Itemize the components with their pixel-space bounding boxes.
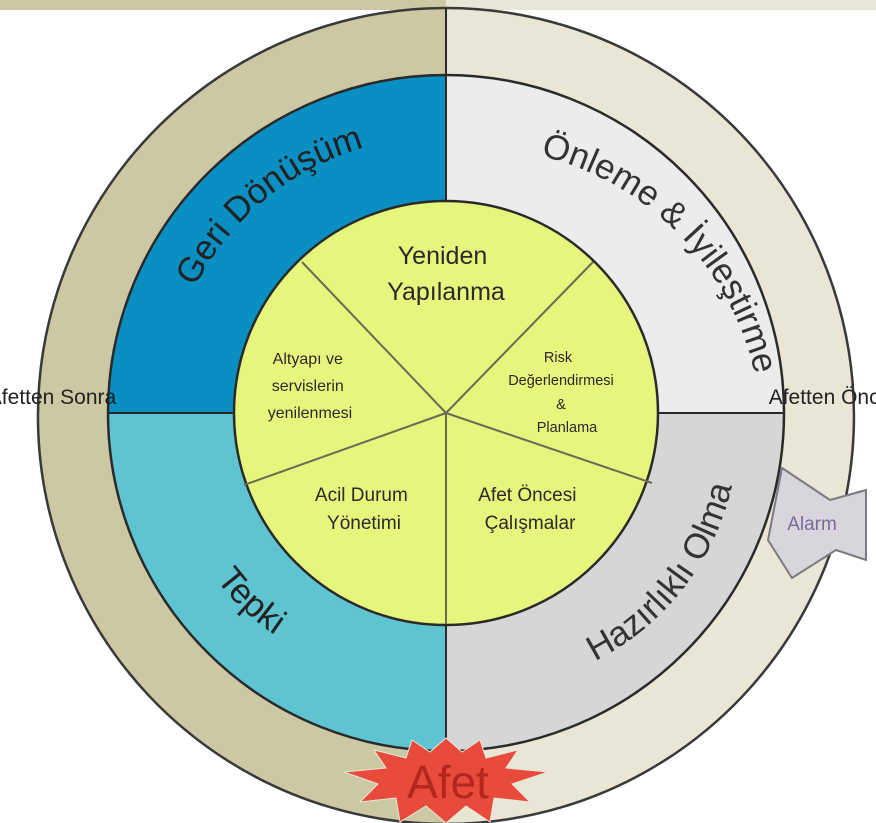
outer-background-left	[0, 0, 446, 10]
inner-divider-5	[243, 412, 447, 486]
inner-divider-2	[445, 261, 594, 414]
rebuild-label: Yeniden Yapılanma	[387, 242, 505, 306]
outer-background-right	[446, 0, 876, 10]
inner-dividers	[243, 261, 653, 624]
emergency-management-label: Acil Durum Yönetimi	[315, 485, 413, 534]
disaster-burst-icon	[343, 737, 549, 823]
alarm-label: Alarm	[787, 514, 837, 535]
inner-divider-3	[445, 412, 653, 484]
pre-disaster-work-label: Afet Öncesi Çalışmalar	[478, 485, 582, 534]
inner-divider-1	[301, 261, 447, 414]
before-disaster-label: Afetten Önce	[769, 386, 876, 409]
alarm-arrow-icon	[766, 466, 867, 580]
disaster-label: Afet	[407, 756, 489, 808]
risk-planning-label: Risk Değerlendirmesi & Planlama	[508, 350, 618, 436]
outer-circle-outline	[36, 6, 856, 823]
after-disaster-label: Afetten Sonra	[0, 386, 117, 409]
infrastructure-renewal-label: Altyapı ve servislerin yenilenmesi	[268, 351, 352, 422]
